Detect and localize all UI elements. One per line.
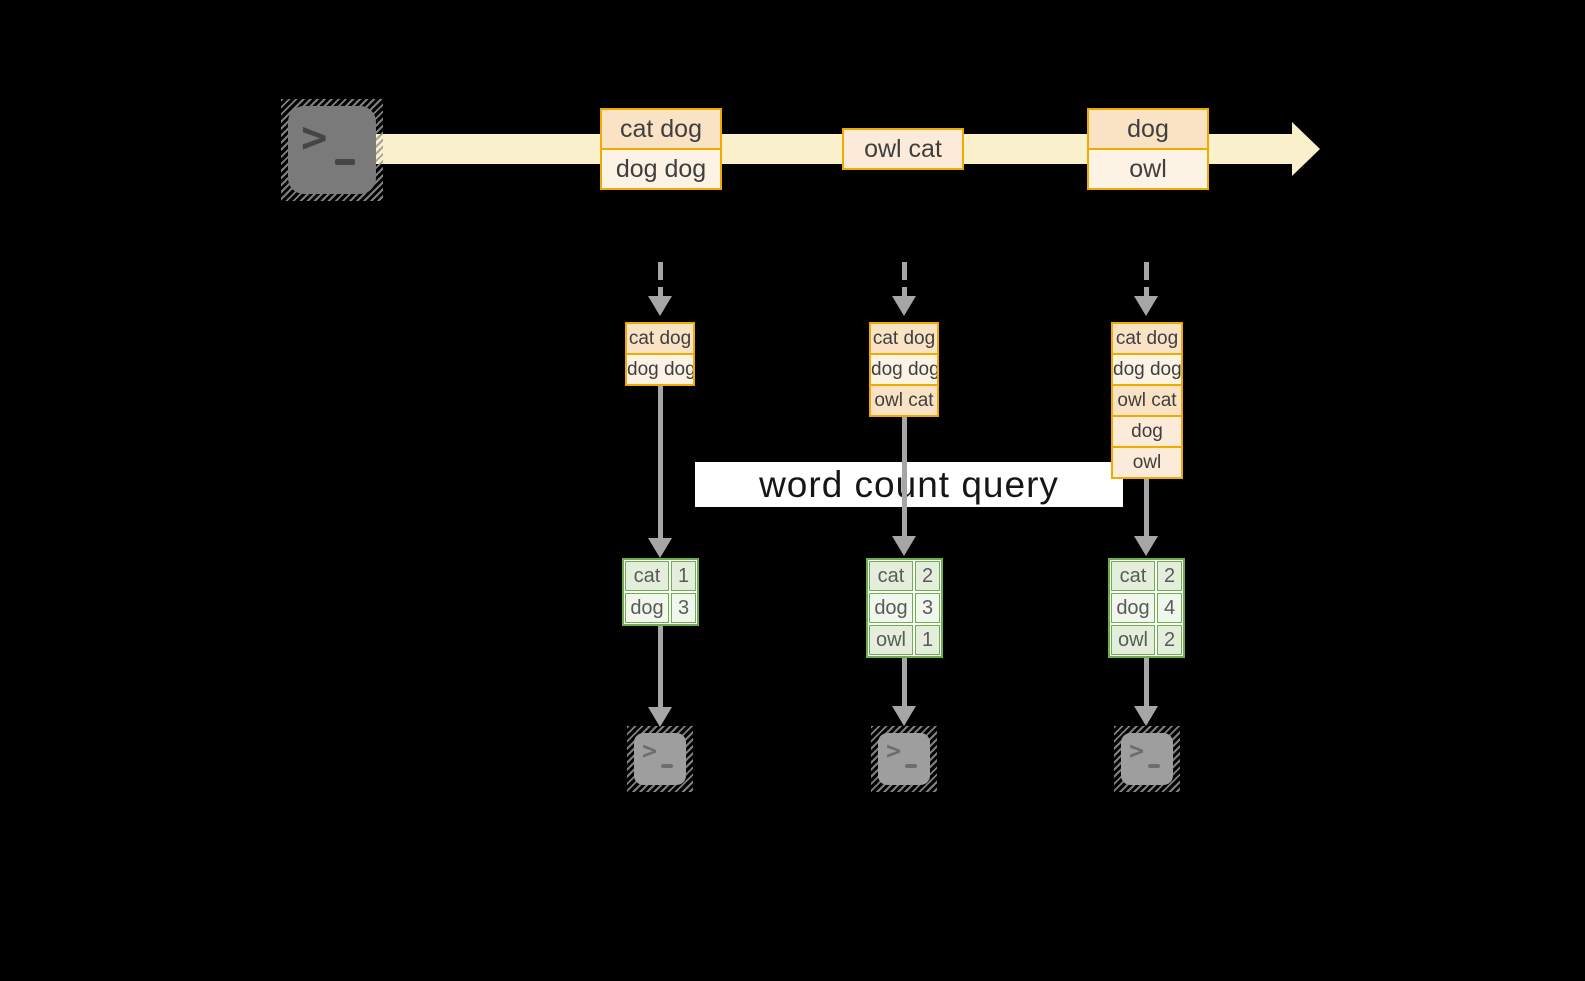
count-value: 3 bbox=[671, 593, 696, 623]
output-terminal-icon-3: > bbox=[1114, 726, 1180, 792]
output-arrow-line bbox=[1144, 656, 1149, 706]
state-box-1: cat dog dog dog bbox=[625, 322, 695, 386]
stream-record-batch-1: cat dog dog dog bbox=[600, 108, 722, 190]
output-arrow-head-icon bbox=[648, 707, 672, 727]
output-terminal-icon-2: > bbox=[871, 726, 937, 792]
state-record: dog dog bbox=[1113, 355, 1181, 384]
stream-record: dog bbox=[1089, 110, 1207, 148]
state-record: cat dog bbox=[1113, 324, 1181, 353]
state-record: dog dog bbox=[871, 355, 937, 384]
stream-axis-arrowhead-icon bbox=[1292, 122, 1320, 176]
terminal-icon-body: > bbox=[878, 733, 930, 785]
stream-record: cat dog bbox=[602, 110, 720, 148]
dashed-arrow-head-icon bbox=[648, 296, 672, 316]
query-arrow-line bbox=[658, 386, 663, 538]
count-value: 1 bbox=[671, 561, 696, 591]
query-arrow-line bbox=[902, 415, 907, 536]
source-terminal-icon: > bbox=[281, 99, 383, 201]
output-arrow-head-icon bbox=[892, 706, 916, 726]
count-word: owl bbox=[1111, 625, 1155, 655]
stream-record-batch-2: owl cat bbox=[842, 128, 964, 170]
terminal-cursor-bar bbox=[661, 764, 673, 768]
output-terminal-icon-1: > bbox=[627, 726, 693, 792]
query-label-band: word count query bbox=[695, 462, 1123, 507]
count-value: 4 bbox=[1157, 593, 1182, 623]
terminal-prompt-glyph: > bbox=[1129, 736, 1145, 765]
output-arrow-head-icon bbox=[1134, 706, 1158, 726]
state-record: dog dog bbox=[627, 355, 693, 384]
count-value: 3 bbox=[915, 593, 940, 623]
dashed-arrow-line bbox=[1144, 262, 1149, 296]
terminal-cursor-bar bbox=[1148, 764, 1160, 768]
count-word: cat bbox=[625, 561, 669, 591]
query-arrow-head-icon bbox=[892, 536, 916, 556]
count-word: dog bbox=[625, 593, 669, 623]
state-record: owl bbox=[1113, 448, 1181, 477]
count-value: 2 bbox=[1157, 625, 1182, 655]
state-record: owl cat bbox=[1113, 386, 1181, 415]
dashed-arrow-line bbox=[658, 262, 663, 296]
terminal-prompt-glyph: > bbox=[886, 736, 902, 765]
terminal-icon-body: > bbox=[1121, 733, 1173, 785]
count-word: cat bbox=[869, 561, 913, 591]
dashed-arrow-line bbox=[902, 262, 907, 296]
terminal-icon-body: > bbox=[634, 733, 686, 785]
stream-record: owl cat bbox=[844, 130, 962, 168]
state-box-3: cat dog dog dog owl cat dog owl bbox=[1111, 322, 1183, 479]
dashed-arrow-head-icon bbox=[892, 296, 916, 316]
count-word: dog bbox=[869, 593, 913, 623]
state-record: dog bbox=[1113, 417, 1181, 446]
count-table-3: cat 2 dog 4 owl 2 bbox=[1108, 558, 1185, 658]
query-arrow-head-icon bbox=[648, 538, 672, 558]
count-table-1: cat 1 dog 3 bbox=[622, 558, 699, 626]
state-record: cat dog bbox=[627, 324, 693, 353]
count-word: owl bbox=[869, 625, 913, 655]
output-arrow-line bbox=[902, 656, 907, 706]
count-value: 2 bbox=[915, 561, 940, 591]
state-box-2: cat dog dog dog owl cat bbox=[869, 322, 939, 417]
stream-record-batch-3: dog owl bbox=[1087, 108, 1209, 190]
count-value: 2 bbox=[1157, 561, 1182, 591]
output-arrow-line bbox=[658, 624, 663, 707]
terminal-prompt-glyph: > bbox=[301, 112, 328, 163]
stream-record: dog dog bbox=[602, 150, 720, 188]
count-word: cat bbox=[1111, 561, 1155, 591]
count-value: 1 bbox=[915, 625, 940, 655]
state-record: cat dog bbox=[871, 324, 937, 353]
query-arrow-head-icon bbox=[1134, 536, 1158, 556]
dashed-arrow-head-icon bbox=[1134, 296, 1158, 316]
terminal-icon-body: > bbox=[288, 106, 376, 194]
query-label: word count query bbox=[759, 464, 1059, 505]
terminal-prompt-glyph: > bbox=[642, 736, 658, 765]
state-record: owl cat bbox=[871, 386, 937, 415]
count-table-2: cat 2 dog 3 owl 1 bbox=[866, 558, 943, 658]
query-arrow-line bbox=[1144, 477, 1149, 536]
terminal-cursor-bar bbox=[905, 764, 917, 768]
count-word: dog bbox=[1111, 593, 1155, 623]
stream-record: owl bbox=[1089, 150, 1207, 188]
terminal-cursor-bar bbox=[335, 159, 355, 165]
